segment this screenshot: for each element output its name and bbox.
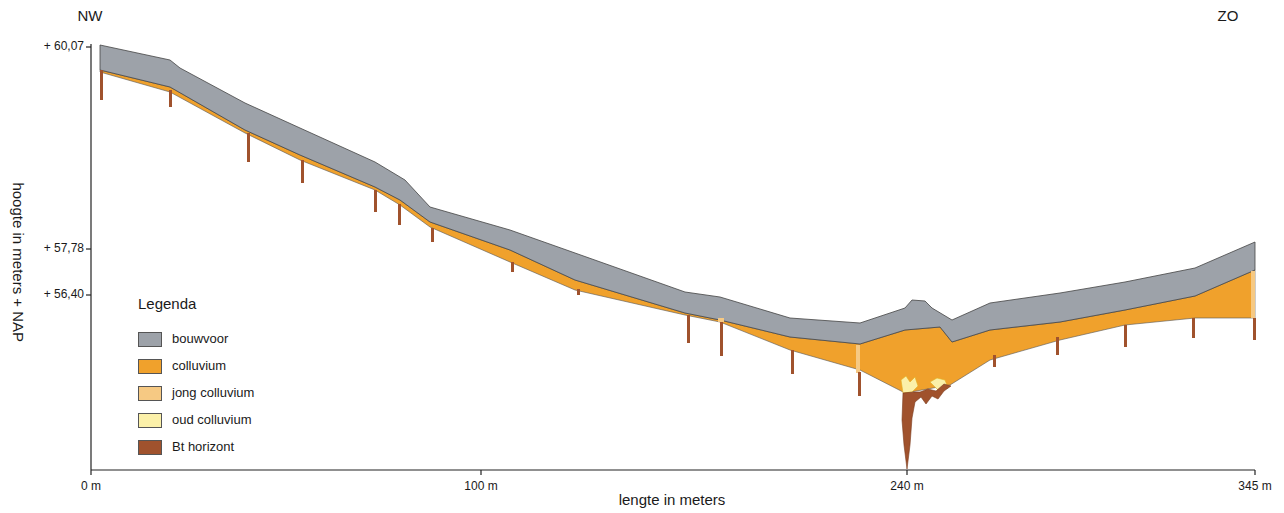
legend-text: Bt horizont	[172, 440, 234, 454]
direction-label: NW	[78, 8, 103, 25]
borehole	[1192, 318, 1195, 338]
borehole	[100, 70, 103, 100]
borehole	[511, 262, 514, 272]
borehole	[1124, 325, 1127, 347]
legend-entry: bouwvoor	[138, 332, 228, 347]
borehole	[398, 204, 401, 225]
distance-value: 100 m	[464, 480, 497, 493]
oud-colluvium	[901, 376, 918, 393]
direction-label: ZO	[1218, 8, 1239, 25]
y-tick	[86, 294, 91, 295]
borehole	[1253, 318, 1256, 340]
borehole	[431, 228, 434, 242]
borehole	[374, 190, 377, 212]
bouwvoor-layer	[100, 45, 1255, 344]
borehole	[169, 90, 172, 107]
borehole	[687, 315, 690, 343]
borehole	[247, 133, 250, 162]
legend-title: Legenda	[138, 296, 196, 313]
legend-text: colluvium	[172, 359, 226, 373]
x-tick	[906, 470, 907, 475]
legend-swatch	[138, 359, 162, 374]
distance-value: 345 m	[1238, 480, 1271, 493]
legend-entry: jong colluvium	[138, 386, 254, 401]
borehole	[1056, 337, 1059, 355]
y-tick	[86, 46, 91, 47]
x-tick	[1254, 470, 1255, 475]
legend-text: jong colluvium	[172, 386, 254, 400]
jong-colluvium	[1251, 271, 1255, 318]
borehole	[301, 160, 304, 183]
legend-swatch	[138, 332, 162, 347]
x-axis	[91, 469, 1255, 470]
height-value: + 57,78	[44, 242, 84, 255]
borehole	[720, 322, 723, 356]
legend-entry: colluvium	[138, 359, 226, 374]
borehole	[577, 289, 580, 295]
axis-title: hoogte in meters + NAP	[10, 182, 27, 342]
legend-text: bouwvoor	[172, 332, 228, 346]
x-tick	[90, 470, 91, 475]
legend-entry: Bt horizont	[138, 440, 234, 455]
y-axis	[90, 44, 91, 470]
legend-swatch	[138, 440, 162, 455]
legend-swatch	[138, 386, 162, 401]
borehole	[993, 355, 996, 367]
bt-horizon	[902, 384, 951, 469]
axis-title: lengte in meters	[619, 492, 726, 509]
distance-value: 0 m	[81, 480, 101, 493]
legend-text: oud colluvium	[172, 413, 252, 427]
borehole	[858, 372, 861, 396]
x-tick	[480, 470, 481, 475]
legend-swatch	[138, 413, 162, 428]
borehole	[791, 350, 794, 374]
legend-entry: oud colluvium	[138, 413, 252, 428]
distance-value: 240 m	[890, 480, 923, 493]
y-tick	[86, 248, 91, 249]
jong-colluvium	[856, 345, 860, 373]
height-value: + 60,07	[44, 40, 84, 53]
jong-colluvium	[718, 318, 724, 322]
height-value: + 56,40	[44, 288, 84, 301]
